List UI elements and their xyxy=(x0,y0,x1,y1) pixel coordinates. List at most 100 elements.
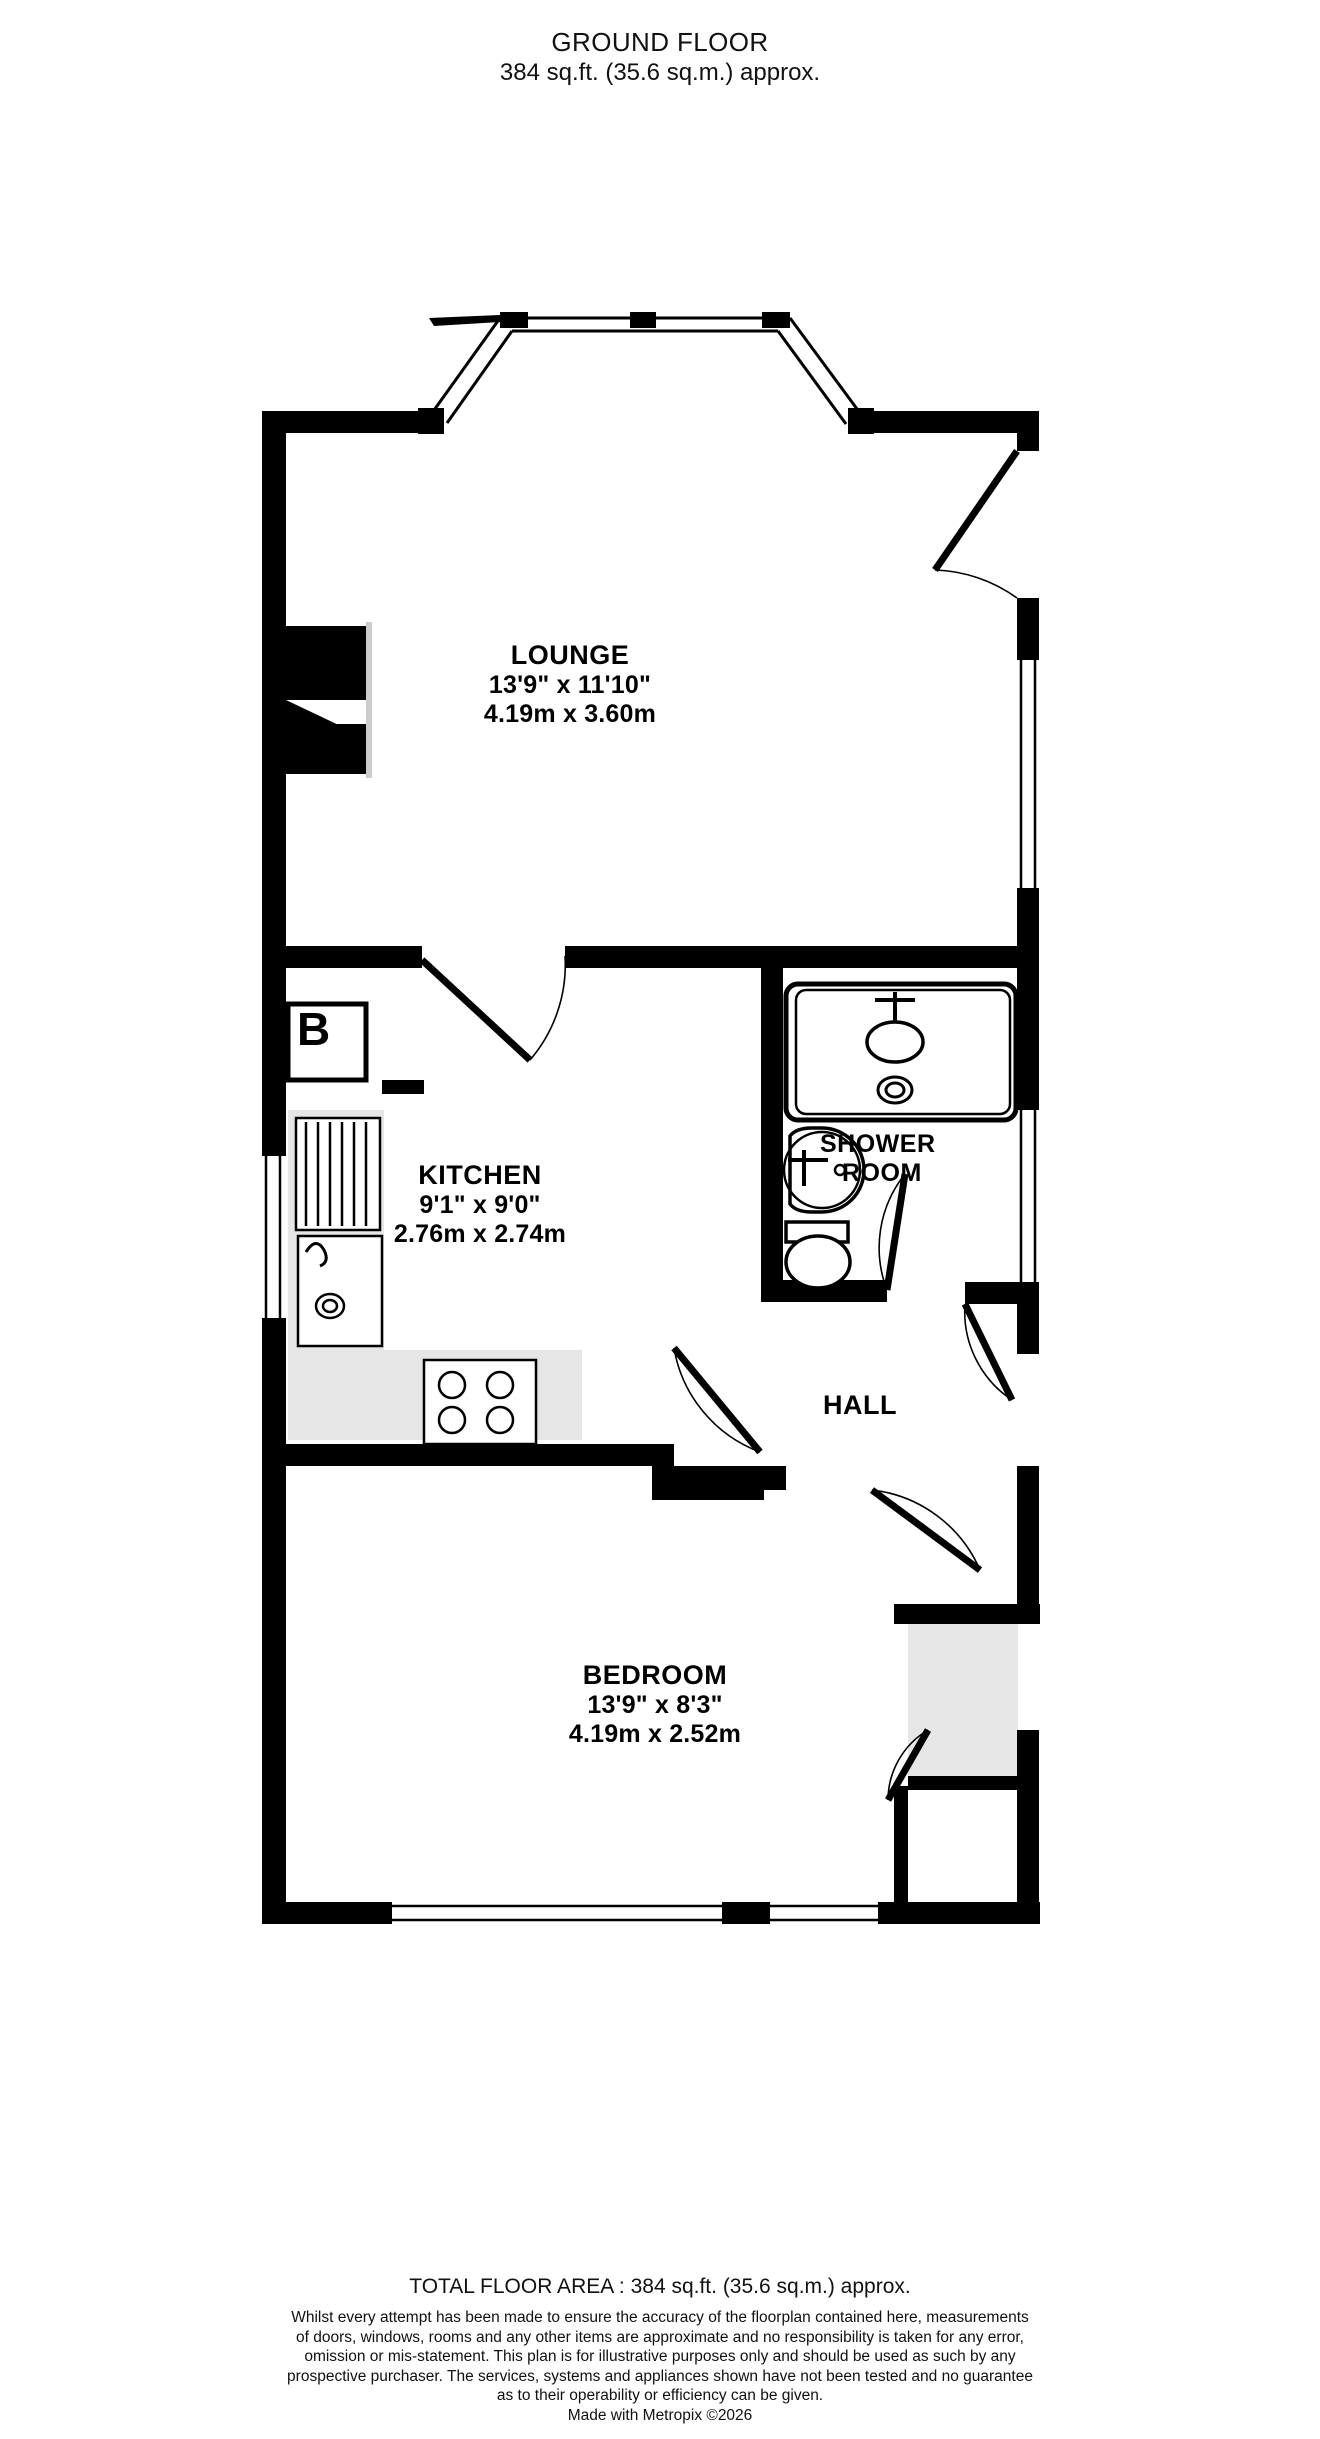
wall-bedroom-bottom-left xyxy=(262,1902,392,1924)
wall-kitchen-left-lower xyxy=(262,1318,286,1466)
door-bedroom-arc xyxy=(871,1489,981,1571)
kitchen-sink-bowl xyxy=(296,1234,384,1348)
door-hall-right-leaf xyxy=(961,1302,1016,1402)
door-kitchen-leaf xyxy=(419,957,533,1063)
wall-bedroom-bottom-right xyxy=(878,1902,1040,1924)
wall-bedroom-cupboard-left xyxy=(894,1786,908,1924)
bedroom-wardrobe-fill xyxy=(908,1616,1018,1776)
wall-bedroom-bottom-pier xyxy=(722,1902,770,1924)
bay-right-inner xyxy=(776,330,848,425)
bay-mullion-left xyxy=(500,312,528,328)
bay-window-assembly xyxy=(429,315,500,326)
bay-right-outer xyxy=(788,317,862,414)
page-subtitle: 384 sq.ft. (35.6 sq.m.) approx. xyxy=(499,59,821,86)
plan-footer: TOTAL FLOOR AREA : 384 sq.ft. (35.6 sq.m… xyxy=(0,2272,1320,2426)
disclaimer-line-3: omission or mis-statement. This plan is … xyxy=(304,2348,1016,2365)
hob-burner-2 xyxy=(437,1405,467,1435)
bay-mullion-mid xyxy=(630,312,656,328)
hob-burner-1 xyxy=(437,1370,467,1400)
total-floor-area: TOTAL FLOOR AREA : 384 sq.ft. (35.6 sq.m… xyxy=(409,2275,911,2298)
windows xyxy=(264,660,1037,1922)
door-lounge-leaf xyxy=(932,449,1020,572)
floorplan-drawing xyxy=(262,312,1040,1924)
fireplace xyxy=(286,622,372,778)
shower-enclosure xyxy=(783,981,1019,1123)
wash-basin xyxy=(782,1126,866,1214)
bay-mullion-right xyxy=(762,312,790,328)
hob-body xyxy=(422,1358,538,1446)
wall-bedroom-left xyxy=(262,1444,286,1924)
bay-joint-right xyxy=(848,408,874,434)
wall-lounge-left xyxy=(262,411,286,968)
bay-left-inner xyxy=(445,330,514,424)
wall-shower-left xyxy=(761,946,783,1302)
wall-right-bedroom-lower xyxy=(1017,1730,1039,1924)
shower-tray-inner xyxy=(794,988,1012,1116)
wall-lounge-top-right xyxy=(853,411,1039,433)
disclaimer-line-2: of doors, windows, rooms and any other i… xyxy=(295,2328,1024,2346)
kitchen-sink xyxy=(296,1234,384,1348)
wall-right-hall-lower xyxy=(1017,1466,1039,1576)
wash-basin-rim xyxy=(782,1130,862,1210)
door-hall-kitchen-arc xyxy=(673,1347,761,1453)
kitchen-sink-tap xyxy=(304,1242,328,1268)
wash-basin-bowl xyxy=(788,1126,866,1214)
shower-head xyxy=(865,1020,925,1064)
radiator xyxy=(294,1116,382,1232)
disclaimer-line-5: as to their operability or efficiency ca… xyxy=(496,2387,824,2404)
doors xyxy=(419,449,1040,1924)
door-kitchen-arc xyxy=(529,955,567,1061)
door-hall-kitchen-leaf xyxy=(671,1345,763,1455)
page-title: GROUND FLOOR xyxy=(551,27,769,57)
wall-lounge-right-mid xyxy=(1017,598,1039,660)
kitchen-sink-drain-outer xyxy=(314,1292,346,1320)
door-shower-arc xyxy=(878,1173,906,1291)
kitchen-sink-drain-inner xyxy=(321,1298,339,1314)
boiler-box xyxy=(285,1001,369,1083)
radiator-body xyxy=(294,1116,382,1232)
boiler-marker xyxy=(285,1001,369,1083)
wall-bedroom-cupboard-divider xyxy=(908,1776,1020,1790)
plan-header: GROUND FLOOR 384 sq.ft. (35.6 sq.m.) app… xyxy=(0,26,1320,88)
shower-drain-inner xyxy=(884,1081,906,1099)
hob xyxy=(422,1358,538,1446)
fireplace-angle-bottom xyxy=(286,700,366,774)
bay-window xyxy=(418,312,874,434)
fireplace-angle-top xyxy=(286,626,366,700)
wall-shower-right-upper xyxy=(1017,968,1039,1110)
wall-lounge-top-left xyxy=(262,411,440,433)
hob-burner-3 xyxy=(485,1370,515,1400)
door-hall-right-arc xyxy=(963,1303,1013,1401)
floor-fill-areas xyxy=(288,1110,1018,1776)
door-bedroom-leaf xyxy=(869,1487,983,1573)
wall-bedroom-wardrobe-top xyxy=(894,1604,1040,1624)
wall-hall-top-right xyxy=(965,1282,1039,1304)
disclaimer-text: Whilst every attempt has been made to en… xyxy=(250,2308,1070,2406)
wall-shower-top xyxy=(761,946,1039,968)
bay-joint-left xyxy=(418,408,444,434)
boiler-marker-letter: B xyxy=(297,1003,331,1055)
bay-left-outer xyxy=(430,317,502,414)
wall-lounge-right-upper xyxy=(1017,411,1039,451)
hob-burner-4 xyxy=(485,1405,515,1435)
disclaimer-line-4: prospective purchaser. The services, sys… xyxy=(287,2367,1033,2385)
wall-bedroom-top-left xyxy=(262,1444,652,1466)
toilet xyxy=(784,1220,852,1290)
wall-kitchen-door-stub xyxy=(382,1080,424,1094)
door-shower-leaf xyxy=(883,1173,909,1291)
wash-basin-plug xyxy=(833,1163,847,1177)
wall-kitchen-top-right xyxy=(565,946,761,968)
plan-credit: Made with Metropix ©2026 xyxy=(567,2406,753,2424)
bay-window-left-seg xyxy=(429,315,500,326)
wall-hall-bottom-stub xyxy=(674,1466,786,1490)
toilet-bowl xyxy=(784,1234,852,1290)
wall-kitchen-top-left xyxy=(262,946,422,968)
wall-structure xyxy=(262,315,1040,1924)
disclaimer-line-1: Whilst every attempt has been made to en… xyxy=(291,2309,1029,2326)
wall-kitchen-left-upper xyxy=(262,946,286,1156)
shower-drain-outer xyxy=(876,1075,914,1105)
door-bedroom-cupboard-arc xyxy=(887,1729,929,1801)
fireplace-hearth-edge xyxy=(366,622,372,778)
wall-shower-bottom-left xyxy=(761,1280,887,1302)
door-lounge-arc xyxy=(934,569,1018,599)
